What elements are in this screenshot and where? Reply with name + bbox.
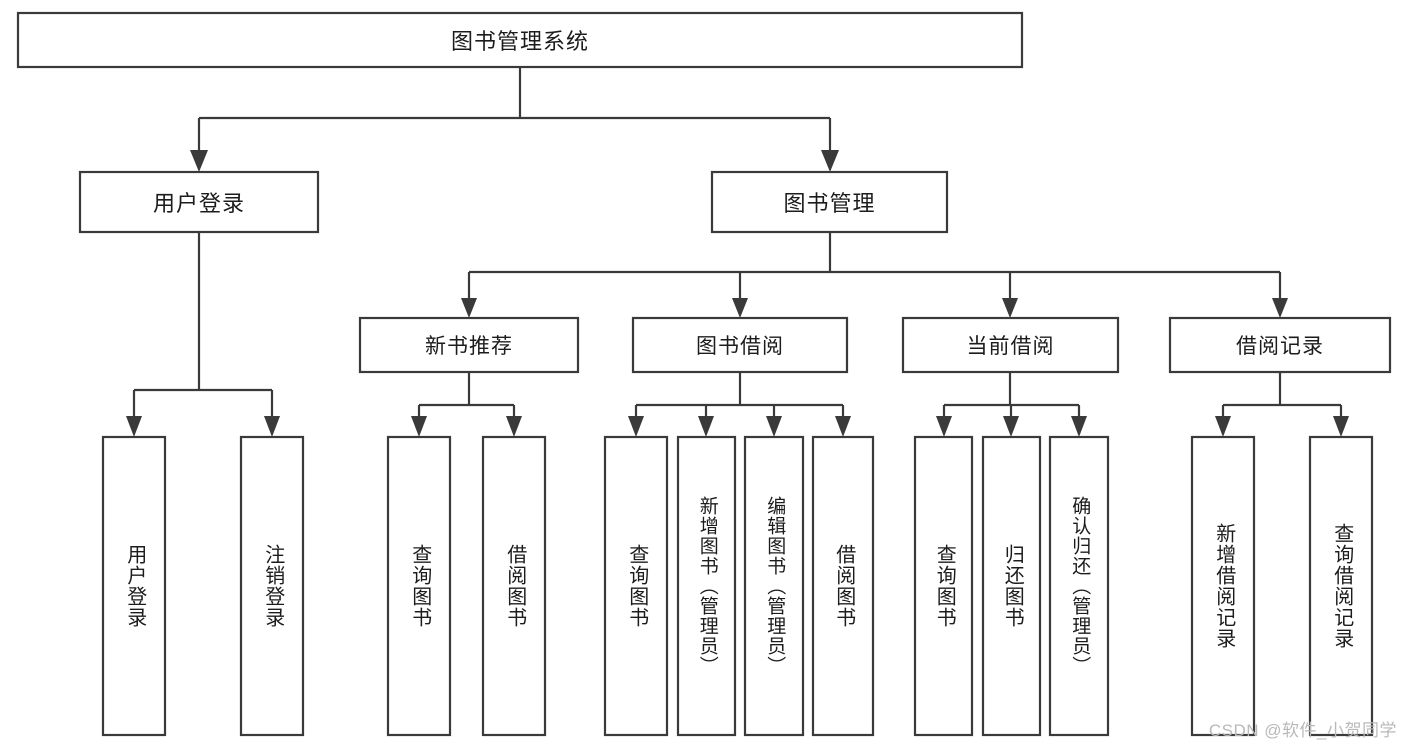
node-box-leaf-query-book-current[interactable] xyxy=(913,435,974,737)
node-box-leaf-query-book-borrow[interactable] xyxy=(603,435,669,737)
node-box-new-book-recommend[interactable] xyxy=(358,316,580,374)
arrow-head-query-book-borrow xyxy=(628,416,644,437)
node-box-book-borrow[interactable] xyxy=(631,316,849,374)
connector-group-book-borrow-children xyxy=(628,372,851,437)
watermark-text: CSDN @软件_小贺同学 xyxy=(1208,721,1397,740)
arrow-head-edit-book-admin xyxy=(766,416,782,437)
node-box-root[interactable] xyxy=(16,11,1024,69)
arrow-head-confirm-return-admin xyxy=(1071,416,1087,437)
connector-group-borrow-record-children xyxy=(1215,372,1349,437)
node-box-leaf-user-login[interactable] xyxy=(101,435,167,737)
node-box-leaf-add-borrow-record[interactable] xyxy=(1190,435,1256,737)
node-box-leaf-logout-login[interactable] xyxy=(239,435,305,737)
connector-group-root-to-level2 xyxy=(190,67,839,172)
node-box-leaf-query-borrow-record[interactable] xyxy=(1308,435,1374,737)
arrow-head-add-book-admin xyxy=(698,416,714,437)
connector-group-current-borrow-children xyxy=(936,372,1087,437)
node-box-borrow-record[interactable] xyxy=(1168,316,1392,374)
arrow-head-borrow-book xyxy=(835,416,851,437)
node-box-current-borrow[interactable] xyxy=(901,316,1120,374)
arrow-head-borrow-record xyxy=(1272,298,1288,318)
node-box-leaf-borrow-book-recommend[interactable] xyxy=(481,435,547,737)
arrow-head-current-borrow xyxy=(1002,298,1018,318)
arrow-head-query-book-recommend xyxy=(411,416,427,437)
arrow-head-add-borrow-record xyxy=(1215,416,1231,437)
arrow-head-user-login xyxy=(190,150,208,172)
arrow-head-book-manage xyxy=(821,150,839,172)
node-box-user-login[interactable] xyxy=(78,170,320,234)
arrow-head-query-borrow-record xyxy=(1333,416,1349,437)
arrow-head-leaf-user-login xyxy=(126,416,142,437)
arrow-head-query-book-current xyxy=(936,416,952,437)
connector-group-book-manage-children xyxy=(461,232,1288,318)
node-box-leaf-add-book-admin[interactable] xyxy=(676,435,737,737)
connector-group-new-book-recommend-children xyxy=(411,372,522,437)
arrow-head-book-borrow xyxy=(732,298,748,318)
arrow-head-return-book xyxy=(1003,416,1019,437)
node-box-leaf-borrow-book[interactable] xyxy=(811,435,875,737)
arrow-head-new-book-recommend xyxy=(461,298,477,318)
node-box-leaf-query-book-recommend[interactable] xyxy=(386,435,452,737)
node-box-leaf-edit-book-admin[interactable] xyxy=(743,435,805,737)
node-box-leaf-return-book[interactable] xyxy=(981,435,1042,737)
arrow-head-leaf-logout-login xyxy=(264,416,280,437)
node-box-book-manage[interactable] xyxy=(710,170,949,234)
node-box-leaf-confirm-return-admin[interactable] xyxy=(1048,435,1110,737)
connector-group-user-login-children xyxy=(126,232,280,437)
arrow-head-borrow-book-recommend xyxy=(506,416,522,437)
